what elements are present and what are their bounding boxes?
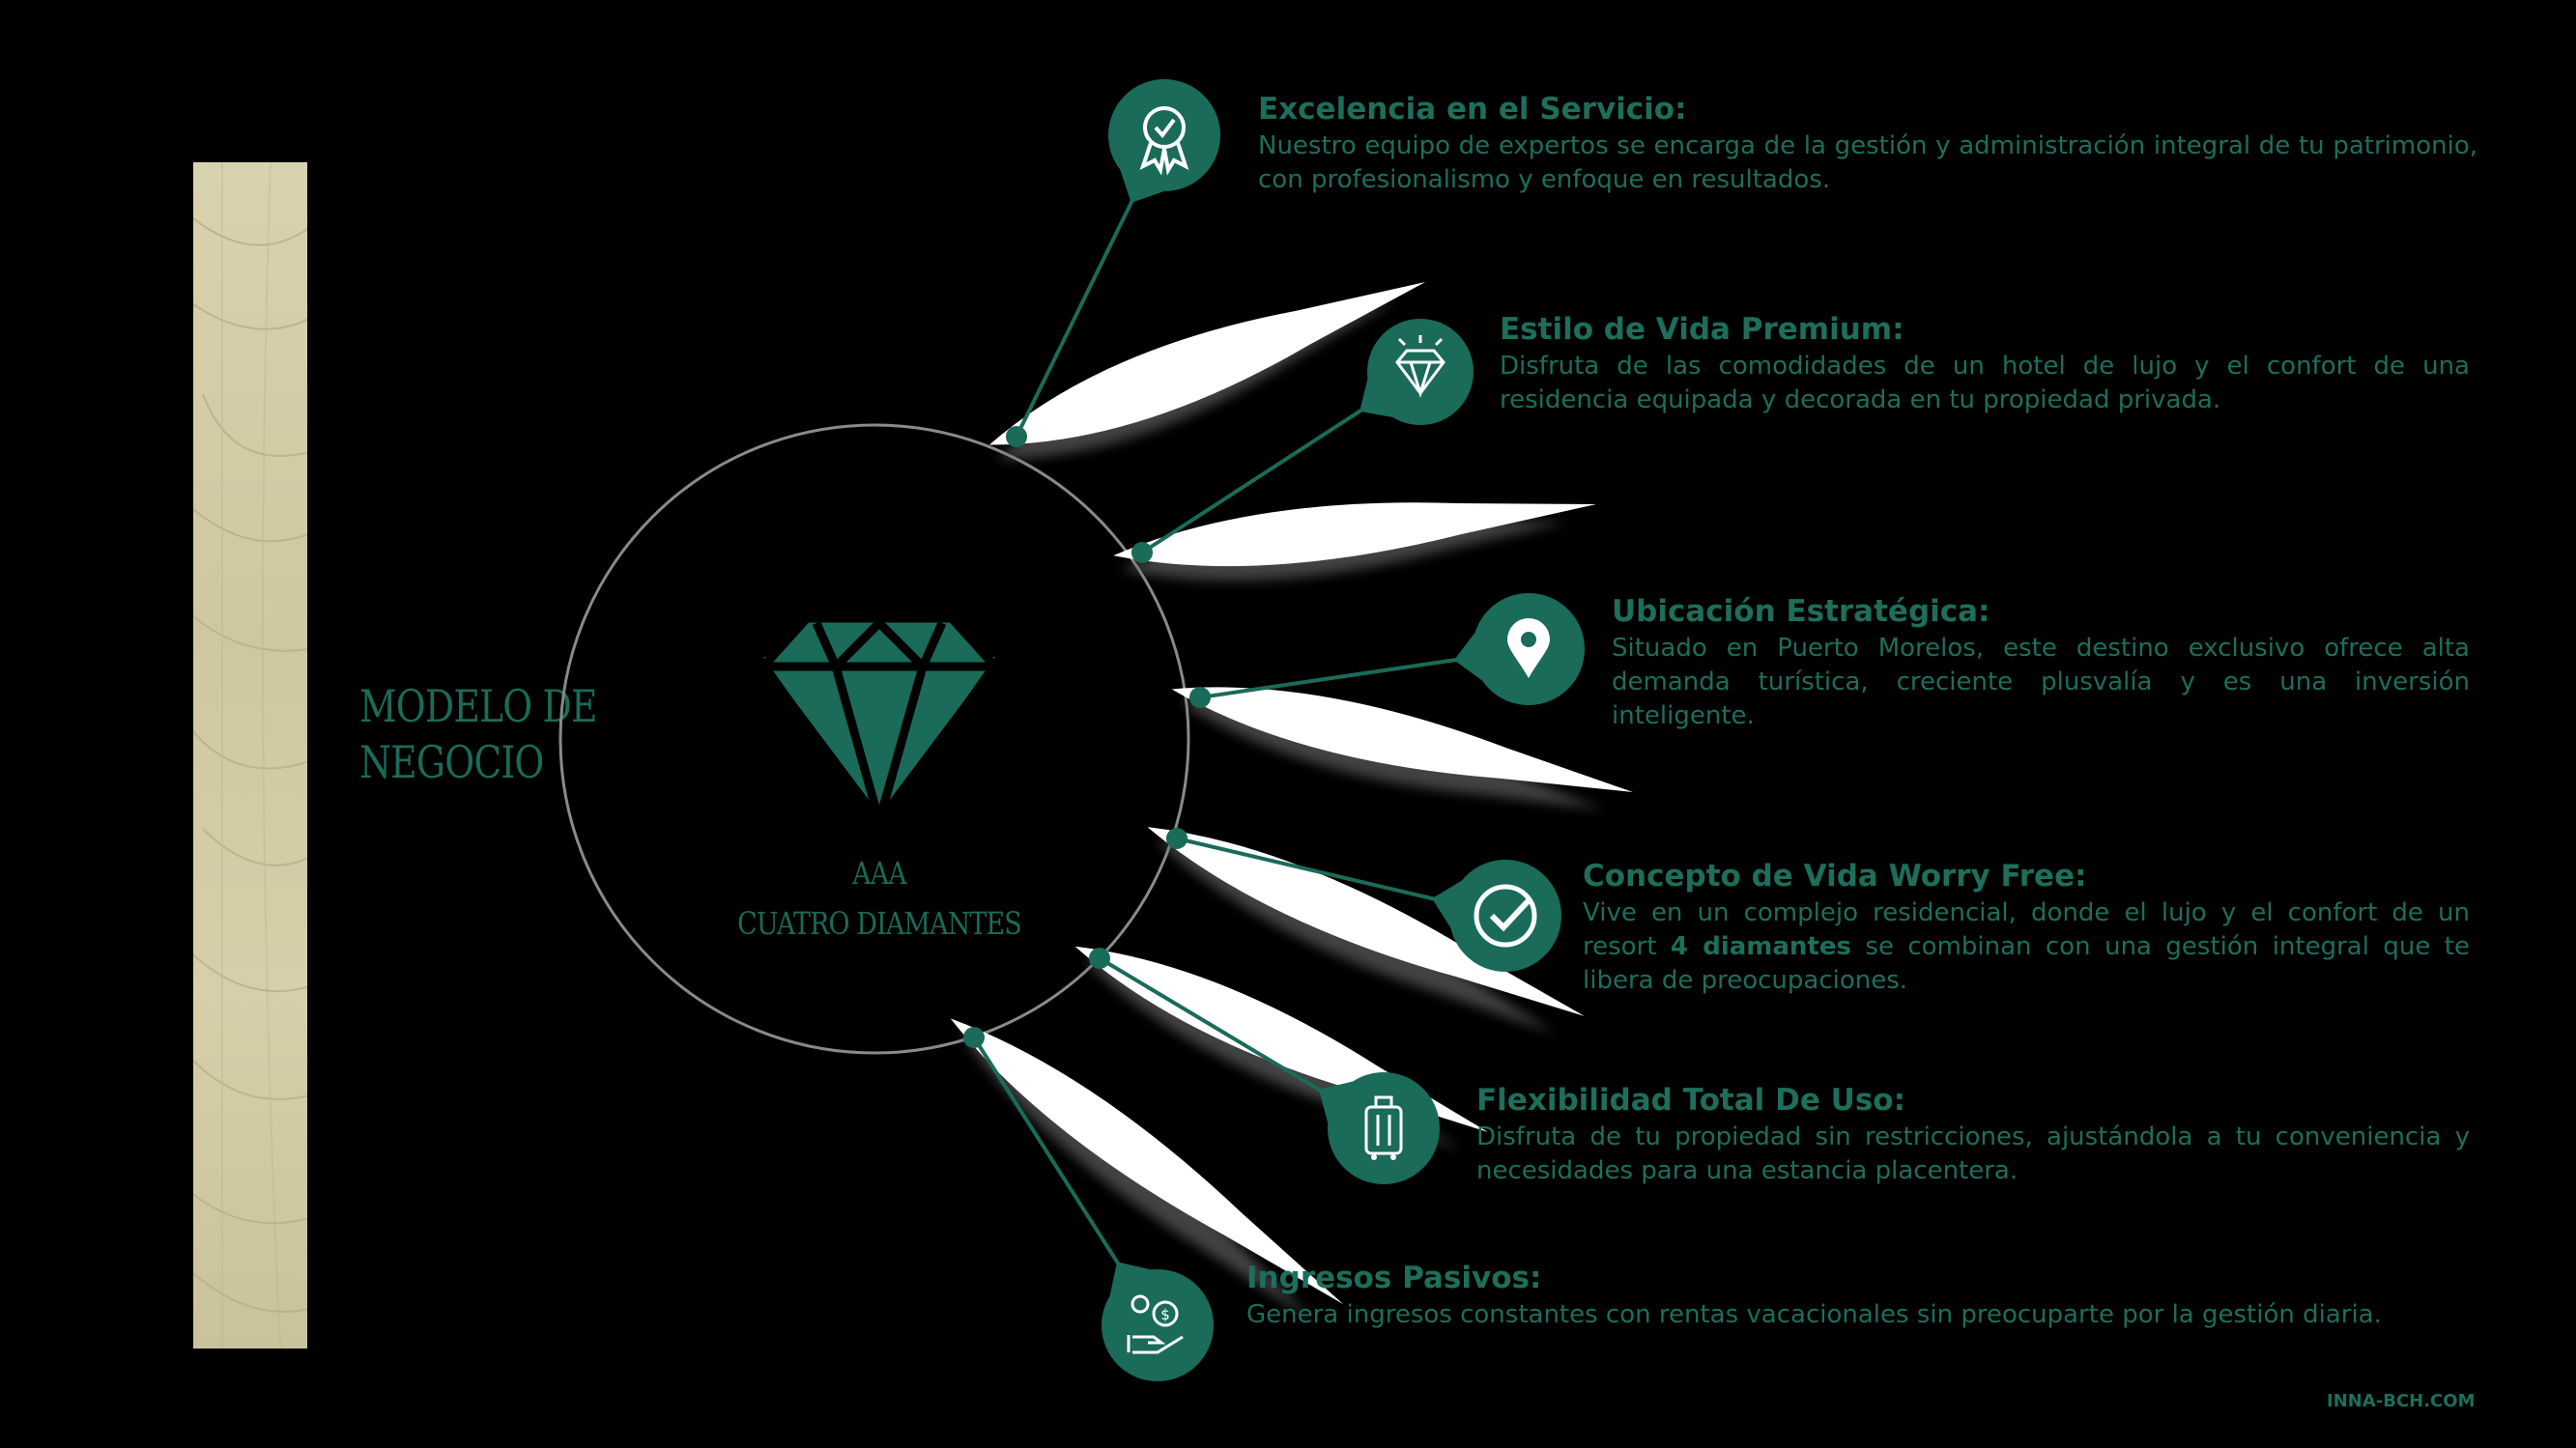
item-text: Vive en un complejo residencial, donde e…	[1583, 896, 2470, 998]
item-title: Excelencia en el Servicio:	[1258, 92, 1687, 127]
badge-group: $	[1102, 79, 1585, 1381]
leaf-shape	[988, 282, 1425, 445]
connector-node	[1006, 426, 1027, 447]
item-title: Concepto de Vida Worry Free:	[1583, 859, 2087, 894]
connector-node	[963, 1027, 985, 1048]
decorative-leaf-strip	[193, 162, 307, 1349]
connector-line	[1199, 657, 1461, 699]
model-title: MODELO DE NEGOCIO	[359, 678, 613, 790]
money-hand-icon: $	[1102, 1262, 1214, 1381]
center-label-line-1: AAA	[852, 855, 907, 892]
center-label-line-2: CUATRO DIAMANTES	[737, 905, 1021, 942]
leaf-shape	[1171, 687, 1633, 792]
model-title-line-2: NEGOCIO	[359, 736, 544, 788]
leaf-shape	[1113, 502, 1596, 567]
location-pin-icon	[1453, 593, 1585, 705]
item-ingresos: Ingresos Pasivos: Genera ingresos consta…	[1246, 1260, 2479, 1332]
connector-node	[1131, 542, 1153, 563]
item-text: Genera ingresos constantes con rentas va…	[1246, 1300, 2382, 1329]
item-text: Disfruta de tu propiedad sin restriccion…	[1476, 1122, 2470, 1185]
connector-line	[1098, 956, 1326, 1094]
item-title: Flexibilidad Total De Uso:	[1476, 1083, 1905, 1118]
item-worry-free: Concepto de Vida Worry Free: Vive en un …	[1583, 858, 2470, 998]
item-text-part-1: Vive en un complejo residencial, donde e…	[1583, 898, 2470, 961]
item-text: Nuestro equipo de expertos se encarga de…	[1258, 131, 2477, 194]
item-text: Disfruta de las comodidades de un hotel …	[1500, 352, 2470, 414]
central-ring	[558, 423, 1190, 1055]
model-title-line-1: MODELO DE	[359, 680, 598, 732]
checkmark-icon	[1432, 860, 1561, 972]
connector-line	[1176, 837, 1439, 902]
connector-node	[1089, 948, 1110, 969]
item-excelencia: Excelencia en el Servicio: Nuestro equip…	[1258, 91, 2477, 197]
svg-text:$: $	[1160, 1306, 1170, 1323]
connector-node	[1166, 828, 1188, 849]
diamond-icon	[1360, 319, 1474, 425]
item-estilo: Estilo de Vida Premium: Disfruta de las …	[1500, 311, 2470, 417]
connector-line	[972, 1036, 1122, 1268]
item-flexibilidad: Flexibilidad Total De Uso: Disfruta de t…	[1476, 1082, 2470, 1188]
leaf-shape	[950, 1018, 1343, 1304]
footer-url[interactable]: INNA-BCH.COM	[2327, 1391, 2476, 1411]
item-text-bold: 4 diamantes	[1670, 932, 1851, 961]
item-ubicacion: Ubicación Estratégica: Situado en Puerto…	[1612, 593, 2470, 733]
item-title: Ingresos Pasivos:	[1246, 1261, 1542, 1295]
connector-node	[1189, 687, 1211, 708]
leaf-pattern	[193, 162, 307, 1349]
leaf-group	[950, 282, 1633, 1321]
luggage-icon	[1319, 1072, 1440, 1184]
central-diamond-icon	[758, 613, 1001, 838]
center-label: AAA CUATRO DIAMANTES	[709, 848, 1050, 949]
item-title: Estilo de Vida Premium:	[1500, 312, 1904, 347]
item-text: Situado en Puerto Morelos, este destino …	[1612, 634, 2470, 730]
connector-group	[963, 196, 1461, 1268]
item-title: Ubicación Estratégica:	[1612, 594, 1990, 629]
connector-line	[1140, 406, 1366, 554]
leaf-shape	[1147, 827, 1585, 1016]
award-ribbon-icon	[1108, 79, 1220, 204]
item-text-part-2: se combinan con una gestión integral que…	[1583, 932, 2470, 995]
connector-line	[1015, 196, 1136, 438]
